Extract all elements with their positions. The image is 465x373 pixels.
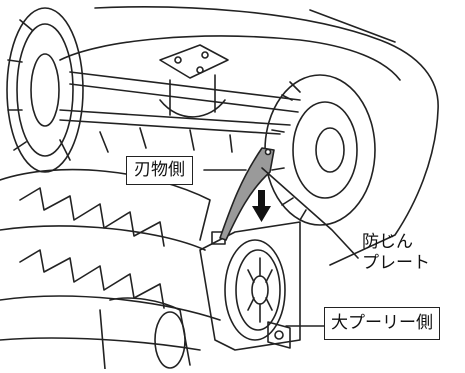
side-frame xyxy=(199,221,301,351)
blade-reel xyxy=(0,127,233,351)
guard-plate-label: 防じん プレート xyxy=(362,232,430,275)
guard-plate-label-line2: プレート xyxy=(362,253,430,274)
front-roller xyxy=(99,297,191,370)
frame-bolt xyxy=(267,321,291,349)
down-arrow-icon xyxy=(252,190,271,222)
left-wheel xyxy=(6,7,84,173)
blade-side-label: 刃物側 xyxy=(126,156,193,185)
right-wheel xyxy=(264,74,376,226)
large-pulley xyxy=(224,239,286,341)
housing-outline xyxy=(94,6,439,266)
top-bracket xyxy=(159,44,229,118)
large-pulley-side-label: 大プーリー側 xyxy=(324,307,440,340)
rear-shaft xyxy=(69,71,301,113)
leader-guard-plate xyxy=(261,167,359,259)
guard-plate-label-line1: 防じん xyxy=(362,232,413,252)
guard-plate xyxy=(219,147,275,241)
